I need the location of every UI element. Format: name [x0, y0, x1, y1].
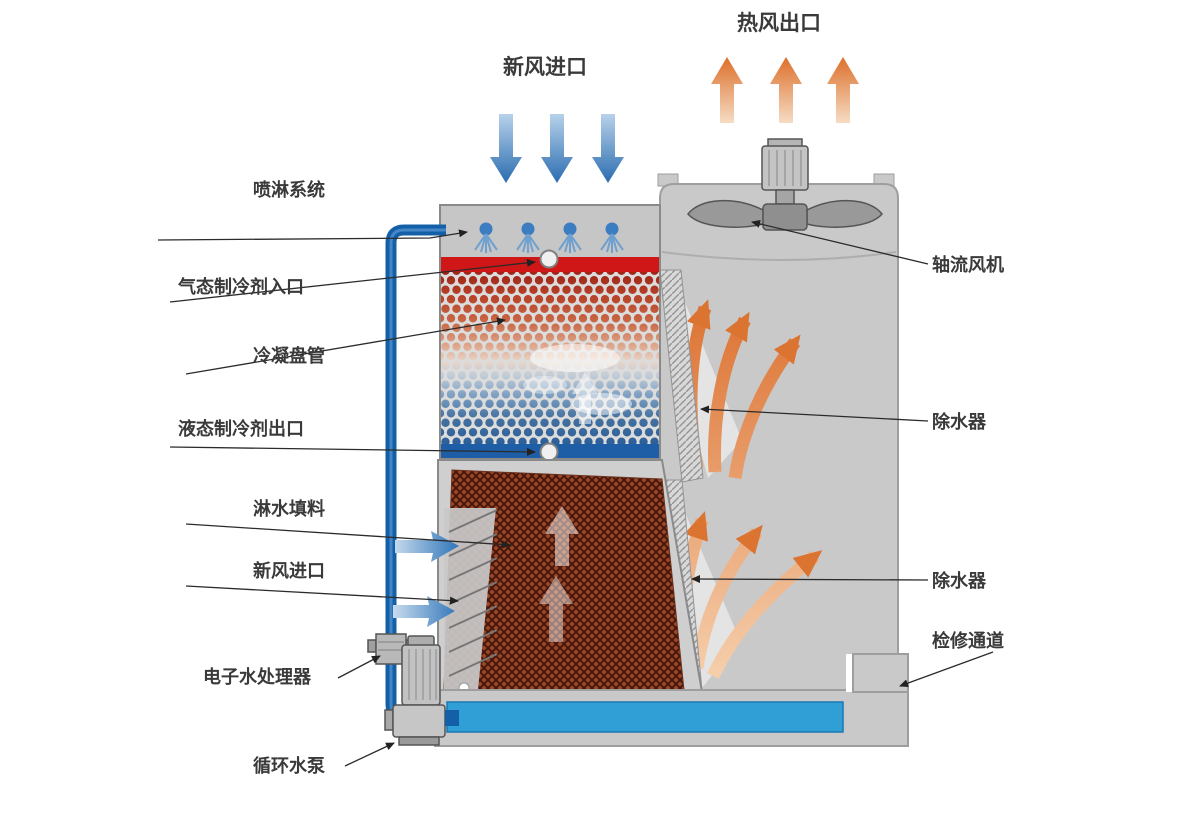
fan-blade-right: [806, 200, 883, 228]
fresh-air-down-arrow: [592, 114, 624, 183]
label-spray-system: 喷淋系统: [253, 179, 325, 201]
callout-line-eliminator-upper: [700, 405, 929, 422]
vapor-up-arrow: [572, 372, 598, 424]
hot-air-outlet-arrows: [711, 57, 859, 123]
label-gas-refrigerant-inlet: 气态制冷剂入口: [177, 276, 304, 298]
hot-air-up-arrow: [827, 57, 859, 123]
callout-line-liquid-outlet: [169, 446, 536, 456]
hot-air-up-arrow: [770, 57, 802, 123]
label-fresh-air-inlet-top: 新风进口: [503, 55, 587, 79]
callout-line-eliminator-lower: [691, 575, 929, 584]
basin-water: [446, 701, 844, 733]
label-service-access: 检修通道: [932, 630, 1004, 652]
fill-section: [437, 459, 704, 694]
pump-flange: [384, 709, 394, 731]
air-up-arrow-in-fill: [545, 506, 579, 566]
inlet-louver-panel: [444, 508, 496, 690]
spray-nozzle: [558, 222, 582, 253]
fresh-air-side-arrow: [393, 596, 455, 627]
hot-flow-arrow: [690, 524, 763, 669]
callout-line-treater: [337, 655, 381, 679]
fresh-air-inlet-arrows-top: [490, 114, 624, 183]
tower-shell: [659, 183, 899, 693]
fresh-air-side-arrow: [395, 531, 459, 562]
label-fresh-air-inlet-side: 新风进口: [253, 560, 325, 582]
liquid-outlet-port: [539, 442, 559, 462]
callout-line-spray-system: [157, 229, 468, 241]
vapor-cloud: [530, 344, 620, 372]
callout-line-access: [899, 651, 994, 688]
circulating-pump-device: [384, 635, 459, 746]
callout-line-coil: [185, 317, 506, 375]
pump-motor-fins: [408, 649, 437, 700]
label-hot-air-outlet: 热风出口: [737, 11, 821, 35]
callout-line-fill: [185, 523, 511, 549]
spray-chamber: [440, 205, 660, 257]
fan-shaft: [775, 189, 795, 205]
fan-deck-line: [661, 251, 897, 261]
pump-outlet: [445, 710, 459, 726]
label-electronic-water-treater: 电子水处理器: [203, 666, 312, 688]
air-up-arrow-in-fill: [539, 576, 573, 642]
spray-nozzles: [474, 222, 624, 253]
water-circuit: [367, 224, 459, 746]
inlet-louver-slats: [448, 509, 498, 677]
spray-nozzle: [600, 222, 624, 253]
label-fill-media: 淋水填料: [253, 498, 325, 520]
label-liquid-refrigerant-outlet: 液态制冷剂出口: [178, 418, 304, 440]
spray-nozzle: [474, 222, 498, 253]
callout-line-fan: [751, 219, 929, 265]
pump-volute: [392, 704, 446, 738]
pump-motor: [401, 644, 441, 706]
labels: 热风出口 新风进口 喷淋系统 气态制冷剂入口 冷凝盘管 液态制冷剂出口 淋水填料…: [177, 11, 1004, 777]
spray-nozzle: [516, 222, 540, 253]
hot-flow-arrow: [707, 550, 823, 679]
motor-fins: [768, 150, 802, 186]
fresh-air-inlet-arrows-side: [393, 531, 459, 627]
label-drift-eliminator-upper: 除水器: [932, 411, 987, 433]
label-condenser-coil: 冷凝盘管: [253, 345, 325, 367]
access-gap: [846, 654, 853, 692]
hot-flow-arrow: [708, 311, 751, 473]
fresh-air-down-arrow: [490, 114, 522, 183]
label-circulating-pump: 循环水泵: [253, 755, 325, 777]
service-access-step: [852, 653, 909, 693]
callout-line-pump: [344, 742, 395, 767]
drift-eliminator-upper-band: [659, 269, 704, 483]
basin: [434, 653, 909, 747]
label-axial-fan: 轴流风机: [932, 254, 1004, 276]
gas-inlet-port: [539, 249, 559, 269]
callout-lines: [157, 219, 994, 767]
tower-body: [657, 173, 899, 693]
coil-box: [439, 204, 661, 462]
callout-line-gas-inlet: [169, 258, 536, 303]
callout-line-fresh-air-side: [185, 585, 459, 605]
vapor-cloud: [523, 376, 567, 394]
hot-air-up-arrow: [711, 57, 743, 123]
fresh-air-down-arrow: [541, 114, 573, 183]
fan-blade-left: [687, 200, 764, 228]
axial-fan-assembly: [687, 138, 883, 231]
pump-base: [398, 736, 440, 746]
hot-flow-arrow: [728, 334, 801, 479]
label-drift-eliminator-lower: 除水器: [932, 570, 987, 592]
